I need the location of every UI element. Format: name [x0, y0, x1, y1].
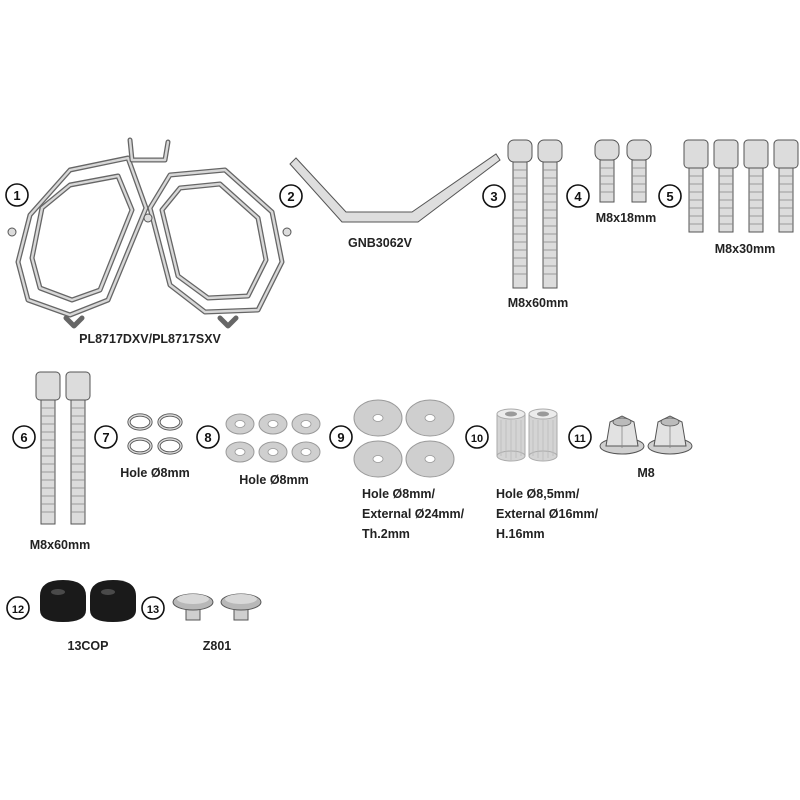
label-bar: GNB3062V	[348, 236, 413, 250]
label-large-washers-line-2: External Ø24mm/	[362, 507, 465, 521]
label-medium-bolts: M8x30mm	[715, 242, 775, 256]
label-short-bolts: M8x18mm	[596, 211, 656, 225]
callout-7	[94, 425, 118, 449]
label-nuts: M8	[637, 466, 654, 480]
callout-4	[566, 184, 590, 208]
long-bolts-part	[507, 139, 563, 289]
callout-2	[279, 184, 303, 208]
callout-13	[141, 596, 165, 620]
label-large-washers-line-3: Th.2mm	[362, 527, 410, 541]
medium-bolts-part	[683, 139, 799, 233]
spacers-part	[496, 408, 558, 462]
caps-part	[40, 580, 136, 622]
label-flat-washers: Hole Ø8mm	[239, 473, 308, 487]
callout-9-number: 9	[337, 430, 344, 445]
callout-8	[196, 425, 220, 449]
callout-7-number: 7	[102, 430, 109, 445]
spring-washers-part	[127, 413, 183, 455]
label-long-bolts-7: M8x60mm	[30, 538, 90, 552]
label-side-frames: PL8717DXV/PL8717SXV	[79, 332, 221, 346]
callout-3	[482, 184, 506, 208]
callout-8-number: 8	[204, 430, 211, 445]
callout-1	[5, 183, 29, 207]
plugs-part	[172, 593, 262, 621]
callout-2-number: 2	[287, 189, 294, 204]
label-spacers-line-1: Hole Ø8,5mm/	[496, 487, 580, 501]
callout-5	[658, 184, 682, 208]
large-washers-part	[353, 399, 455, 478]
callout-5-number: 5	[666, 189, 673, 204]
nuts-part	[599, 415, 693, 455]
callout-6	[12, 425, 36, 449]
callout-4-number: 4	[574, 189, 582, 204]
label-spring-washers: Hole Ø8mm	[120, 466, 189, 480]
short-bolts-part	[594, 139, 652, 203]
label-spacers-line-2: External Ø16mm/	[496, 507, 599, 521]
label-spacers-line-3: H.16mm	[496, 527, 545, 541]
label-large-washers-line-1: Hole Ø8mm/	[362, 487, 435, 501]
callout-1-number: 1	[13, 188, 20, 203]
bar-part	[289, 153, 501, 223]
callout-6-number: 6	[20, 430, 27, 445]
callout-3-number: 3	[490, 189, 497, 204]
label-long-bolts-3: M8x60mm	[508, 296, 568, 310]
label-plugs: Z801	[203, 639, 232, 653]
label-caps: 13COP	[68, 639, 109, 653]
callout-12-number: 12	[12, 604, 24, 616]
callout-13-number: 13	[147, 604, 159, 616]
callout-12	[6, 596, 30, 620]
callout-10	[465, 425, 489, 449]
flat-washers-part	[225, 413, 321, 463]
callout-11-number: 11	[574, 433, 586, 445]
callout-10-number: 10	[471, 433, 483, 445]
long-bolts-6-7-part	[35, 371, 91, 525]
side-frames-part	[7, 137, 292, 329]
callout-11	[568, 425, 592, 449]
callout-9	[329, 425, 353, 449]
